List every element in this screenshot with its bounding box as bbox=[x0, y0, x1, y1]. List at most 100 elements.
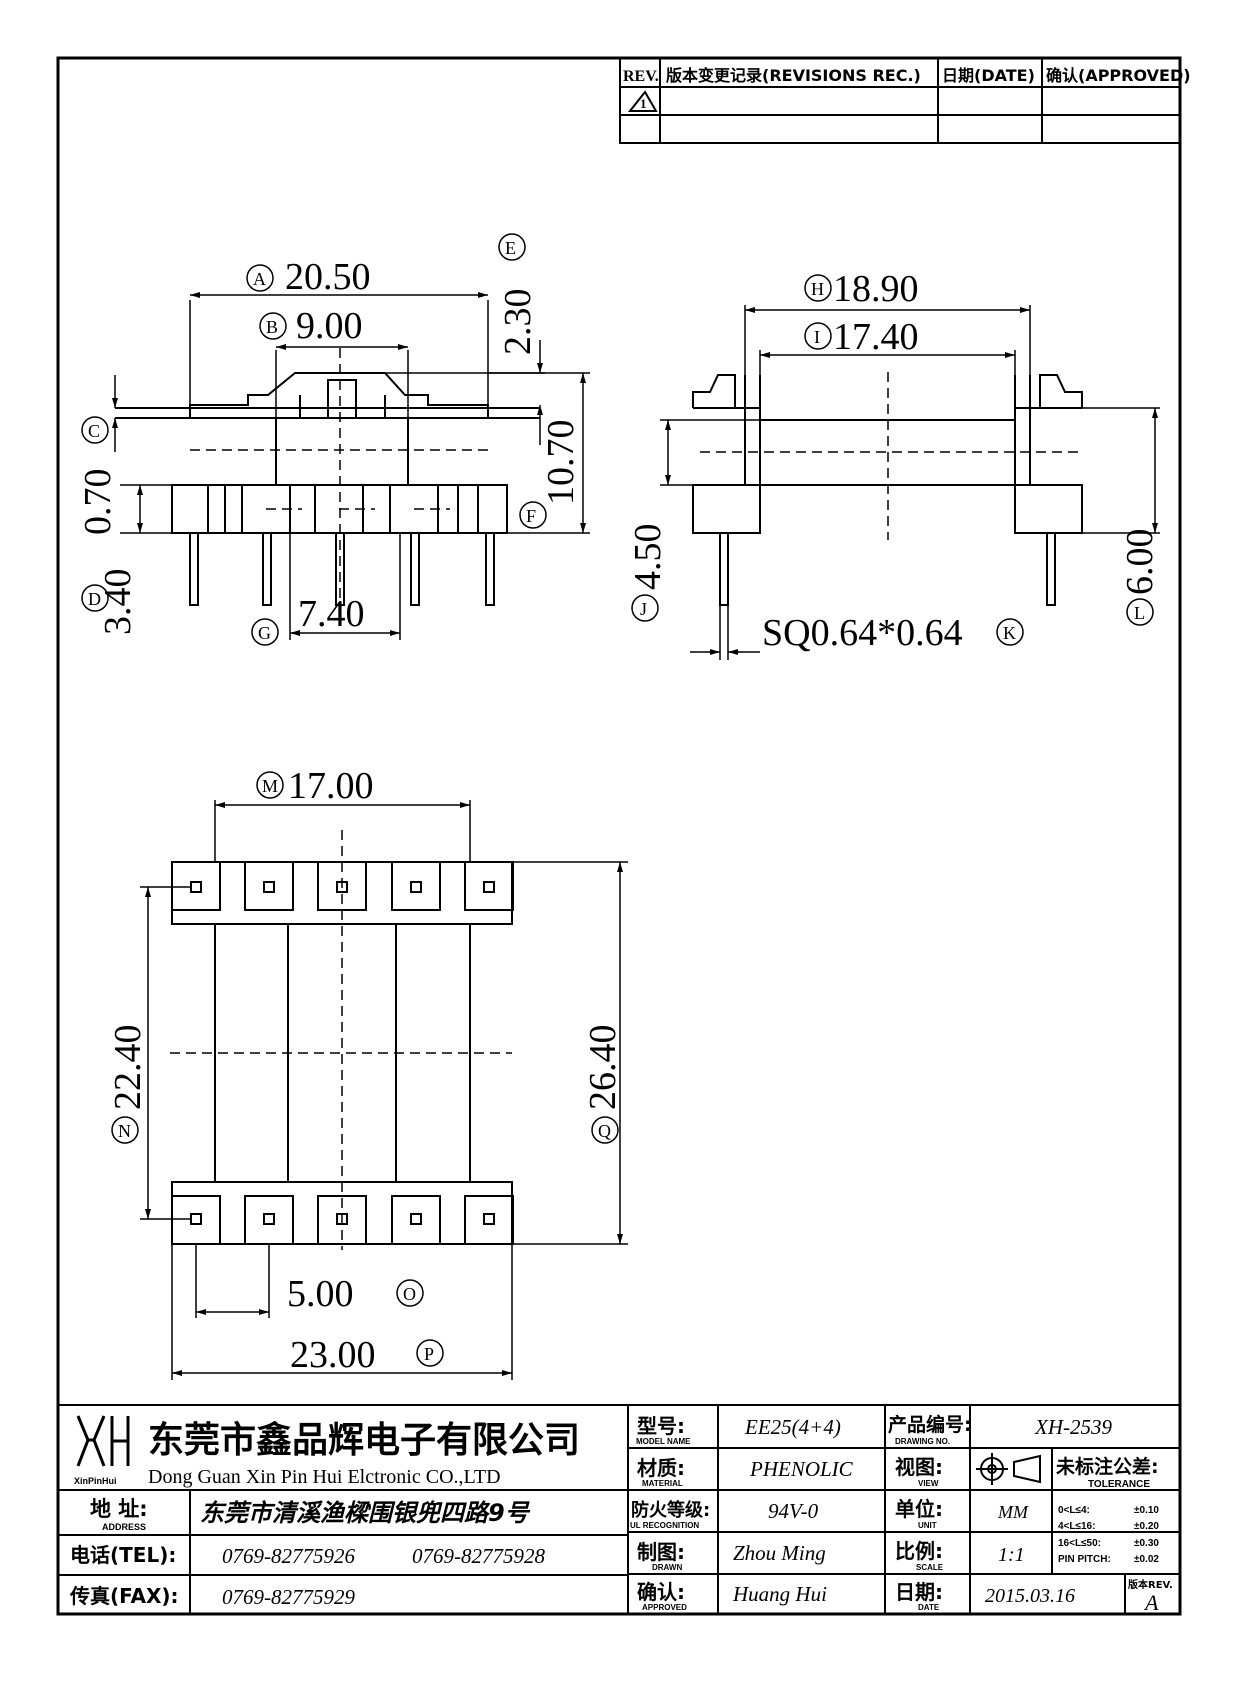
svg-text:D: D bbox=[88, 589, 101, 609]
drawn-value: Zhou Ming bbox=[733, 1541, 826, 1565]
svg-text:J: J bbox=[640, 599, 647, 619]
unit-label-en: UNIT bbox=[918, 1521, 937, 1530]
tolerance-range: 16<L≤50: bbox=[1058, 1538, 1101, 1549]
scale-value: 1:1 bbox=[998, 1544, 1025, 1566]
dim-F-label: F 10.70 bbox=[519, 420, 582, 529]
tolerance-label-en: TOLERANCE bbox=[1088, 1479, 1150, 1490]
projection-symbol-icon bbox=[976, 1453, 1041, 1485]
tel-label: 电话(TEL): bbox=[70, 1543, 176, 1567]
svg-text:I: I bbox=[814, 327, 820, 347]
svg-text:18.90: 18.90 bbox=[833, 268, 919, 310]
svg-text:6.00: 6.00 bbox=[1119, 529, 1161, 596]
company-name-en: Dong Guan Xin Pin Hui Elctronic CO.,LTD bbox=[148, 1466, 501, 1488]
address-label: 地 址: bbox=[90, 1497, 148, 1521]
date-value: 2015.03.16 bbox=[985, 1585, 1075, 1607]
svg-text:B: B bbox=[266, 317, 278, 337]
rev-label: 版本REV. bbox=[1128, 1578, 1173, 1591]
material-label: 材质: bbox=[637, 1456, 685, 1480]
logo-text: XinPinHui bbox=[74, 1476, 117, 1486]
fax-label: 传真(FAX): bbox=[69, 1584, 179, 1608]
revisions-record-header: 版本变更记录(REVISIONS REC.) bbox=[665, 66, 921, 85]
svg-text:F: F bbox=[526, 506, 536, 526]
drawn-label-en: DRAWN bbox=[652, 1563, 682, 1572]
side-view-dims bbox=[660, 305, 1160, 660]
dim-O-label: 5.00 O bbox=[287, 1273, 424, 1315]
tel-value-1: 0769-82775926 bbox=[222, 1544, 355, 1568]
dim-L-label: L 6.00 bbox=[1119, 529, 1161, 626]
svg-text:10.70: 10.70 bbox=[540, 420, 582, 506]
tolerance-label: 未标注公差: bbox=[1055, 1455, 1159, 1478]
dim-E-label: E 2.30 bbox=[497, 233, 539, 356]
rev-header: REV. bbox=[623, 68, 659, 85]
tel-value-2: 0769-82775928 bbox=[412, 1544, 545, 1568]
tolerance-range: PIN PITCH: bbox=[1058, 1554, 1111, 1565]
svg-text:A: A bbox=[253, 269, 266, 289]
date-label-en: DATE bbox=[918, 1603, 940, 1612]
front-view-dims bbox=[112, 292, 590, 640]
view-label: 视图: bbox=[895, 1455, 943, 1479]
dim-B-label: B 9.00 bbox=[259, 305, 363, 347]
fax-value: 0769-82775929 bbox=[222, 1585, 355, 1609]
company-logo-icon bbox=[76, 1415, 130, 1467]
model-value: EE25(4+4) bbox=[744, 1415, 841, 1439]
svg-text:2.30: 2.30 bbox=[497, 289, 539, 356]
svg-text:20.50: 20.50 bbox=[285, 256, 371, 298]
svg-text:22.40: 22.40 bbox=[107, 1025, 149, 1111]
tolerance-value: ±0.10 bbox=[1134, 1505, 1159, 1516]
tolerance-value: ±0.30 bbox=[1134, 1538, 1159, 1549]
drawing-no-value: XH-2539 bbox=[1034, 1415, 1112, 1439]
svg-text:O: O bbox=[403, 1284, 416, 1304]
svg-text:17.00: 17.00 bbox=[288, 765, 374, 807]
view-label-en: VIEW bbox=[918, 1479, 939, 1488]
date-label: 日期: bbox=[895, 1580, 943, 1604]
fire-rating-label: 防火等级: bbox=[631, 1499, 710, 1521]
title-block-grid bbox=[58, 1404, 1180, 1614]
svg-text:4.50: 4.50 bbox=[627, 524, 669, 591]
dim-J-label: J 4.50 bbox=[627, 524, 669, 622]
revision-triangle-icon bbox=[627, 90, 658, 112]
approved-label: 确认: bbox=[637, 1580, 685, 1604]
address-label-en: ADDRESS bbox=[102, 1522, 146, 1532]
material-label-en: MATERIAL bbox=[642, 1479, 683, 1488]
dim-A-label: A 20.50 bbox=[246, 256, 371, 298]
svg-text:23.00: 23.00 bbox=[290, 1334, 376, 1376]
dim-K-label: SQ0.64*0.64 K bbox=[762, 612, 1024, 654]
svg-text:C: C bbox=[88, 421, 100, 441]
scale-label-en: SCALE bbox=[916, 1563, 944, 1572]
model-label: 型号: bbox=[637, 1414, 685, 1438]
date-header: 日期(DATE) bbox=[942, 66, 1035, 85]
svg-text:17.40: 17.40 bbox=[833, 316, 919, 358]
bottom-view-centerlines bbox=[170, 830, 512, 1250]
model-label-en: MODEL NAME bbox=[636, 1437, 691, 1446]
approved-value: Huang Hui bbox=[732, 1582, 827, 1606]
svg-text:26.40: 26.40 bbox=[582, 1025, 624, 1111]
svg-text:Q: Q bbox=[598, 1121, 611, 1141]
dim-G-label: G 7.40 bbox=[251, 593, 365, 646]
dim-P-label: 23.00 P bbox=[290, 1334, 444, 1376]
revision-mark: 1 bbox=[640, 96, 647, 111]
side-view-hidden-lines bbox=[700, 372, 1080, 540]
material-value: PHENOLIC bbox=[749, 1457, 854, 1481]
side-view bbox=[692, 374, 1083, 606]
tolerance-range: 4<L≤16: bbox=[1058, 1521, 1095, 1532]
dim-C-label: C 0.70 bbox=[77, 416, 119, 536]
svg-text:0.70: 0.70 bbox=[77, 469, 119, 536]
approved-label-en: APPROVED bbox=[642, 1603, 687, 1612]
svg-text:P: P bbox=[424, 1344, 434, 1364]
unit-label: 单位: bbox=[895, 1497, 943, 1521]
svg-text:SQ0.64*0.64: SQ0.64*0.64 bbox=[762, 612, 963, 654]
svg-text:H: H bbox=[811, 279, 824, 299]
dim-I-label: I 17.40 bbox=[804, 316, 919, 358]
tolerance-value: ±0.02 bbox=[1134, 1554, 1159, 1565]
fire-rating-value: 94V-0 bbox=[768, 1499, 819, 1523]
scale-label: 比例: bbox=[895, 1539, 943, 1563]
bottom-view-dims bbox=[140, 800, 628, 1380]
svg-text:G: G bbox=[258, 623, 271, 643]
fire-rating-label-en: UL RECOGNITION bbox=[630, 1521, 699, 1530]
drawing-no-label: 产品编号: bbox=[888, 1413, 972, 1436]
tolerance-range: 0<L≤4: bbox=[1058, 1505, 1090, 1516]
dim-H-label: H 18.90 bbox=[804, 268, 919, 310]
svg-text:L: L bbox=[1134, 603, 1145, 623]
front-view-centerlines bbox=[190, 348, 490, 608]
